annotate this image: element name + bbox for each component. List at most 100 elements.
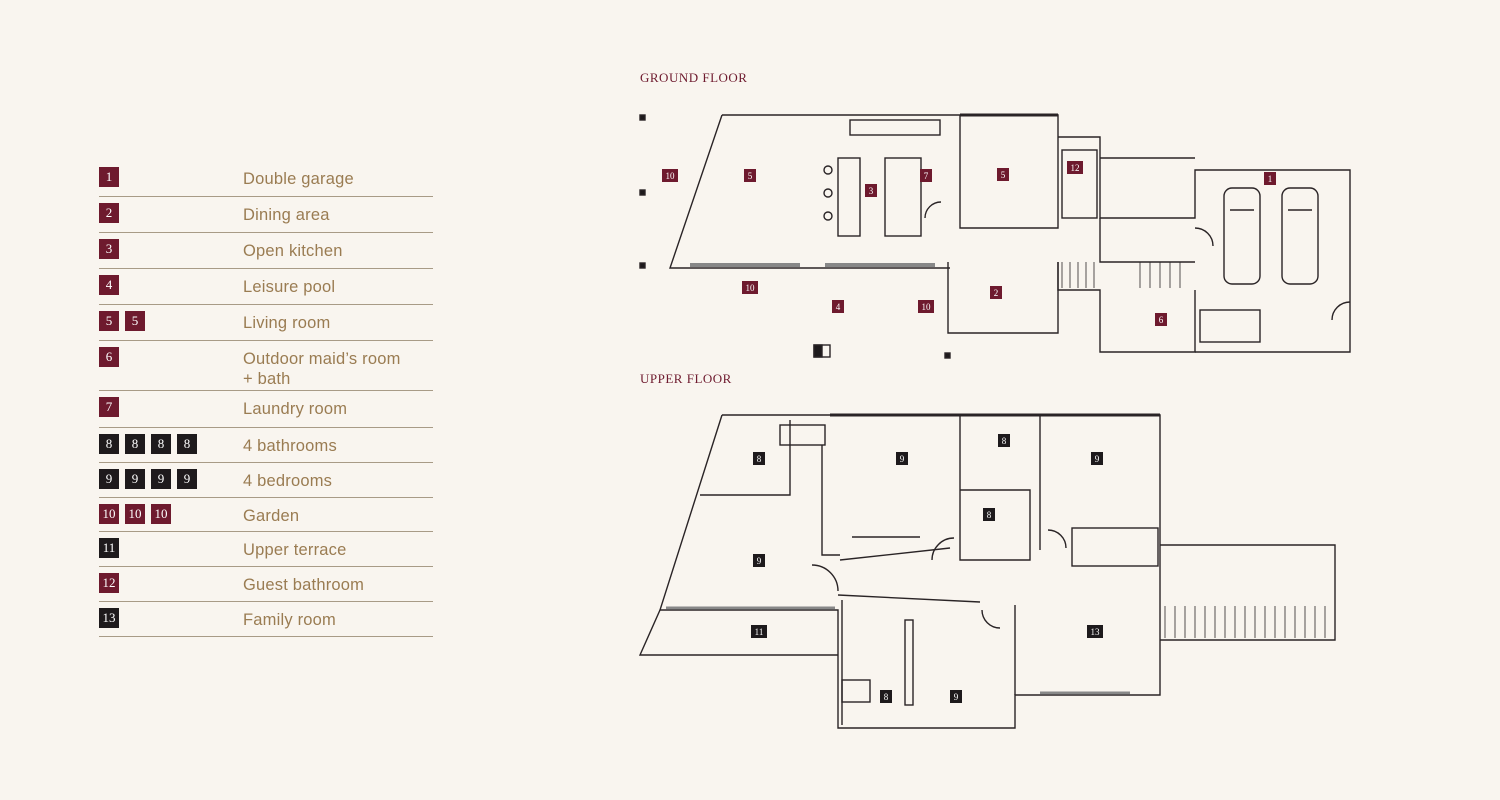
room-tag-marker [1155, 313, 1167, 326]
room-tag-marker [1067, 161, 1083, 174]
room-tag-number: 9 [757, 556, 762, 566]
legend-badges: 10 10 10 [99, 504, 171, 524]
room-tag-number: 8 [1002, 436, 1007, 446]
legend-badges: 3 [99, 239, 119, 259]
room-tag-marker [742, 281, 758, 294]
room-number-badge: 8 [99, 434, 119, 454]
room-number-badge: 5 [125, 311, 145, 331]
legend-badges: 4 [99, 275, 119, 295]
legend-badges: 7 [99, 397, 119, 417]
legend-label: Upper terrace [243, 541, 347, 559]
legend-row: 13 Family room [99, 602, 433, 637]
upper-floor-plan [638, 413, 1336, 729]
room-tag-number: 8 [757, 454, 762, 464]
room-number-badge: 4 [99, 275, 119, 295]
room-tag-number: 10 [746, 283, 756, 293]
room-tag-number: 6 [1159, 315, 1164, 325]
room-tag-marker [896, 452, 908, 465]
room-tag-number: 10 [922, 302, 932, 312]
upper-floor-title: UPPER FLOOR [640, 371, 732, 386]
room-tag-marker [990, 286, 1002, 299]
room-number-badge: 7 [99, 397, 119, 417]
room-number-badge: 9 [151, 469, 171, 489]
room-number-badge: 10 [125, 504, 145, 524]
legend-label: Outdoor maid’s room + bath [243, 350, 401, 388]
room-tag-marker [662, 169, 678, 182]
room-tag-number: 4 [836, 302, 841, 312]
room-tag-marker [918, 300, 934, 313]
room-tag-marker [997, 168, 1009, 181]
room-number-badge: 11 [99, 538, 119, 558]
legend-label: 4 bedrooms [243, 472, 333, 490]
ground-floor-plan [639, 113, 1351, 359]
legend-row: 3 Open kitchen [99, 233, 433, 269]
legend-label: Double garage [243, 170, 354, 188]
room-tag-marker [753, 452, 765, 465]
room-tag-marker [832, 300, 844, 313]
legend-row: 11 Upper terrace [99, 532, 433, 567]
legend-label: Family room [243, 611, 336, 629]
room-tag-number: 11 [755, 627, 764, 637]
legend-label: Open kitchen [243, 242, 343, 260]
room-number-badge: 12 [99, 573, 119, 593]
room-tag-marker [998, 434, 1010, 447]
legend-row: 4 Leisure pool [99, 269, 433, 305]
legend-label: Leisure pool [243, 278, 336, 296]
legend-badges: 12 [99, 573, 119, 593]
legend-row: 10 10 10 Garden [99, 498, 433, 532]
legend-badges: 6 [99, 347, 119, 367]
room-number-badge: 9 [99, 469, 119, 489]
room-number-badge: 8 [151, 434, 171, 454]
room-tag-number: 2 [994, 288, 999, 298]
legend-label: 4 bathrooms [243, 437, 337, 455]
ground-floor-title: GROUND FLOOR [640, 70, 748, 85]
room-tag-number: 9 [1095, 454, 1100, 464]
room-tag-number: 9 [900, 454, 905, 464]
room-number-badge: 10 [151, 504, 171, 524]
room-tag-number: 13 [1091, 627, 1101, 637]
room-tag-number: 3 [869, 186, 874, 196]
room-tag-number: 5 [1001, 170, 1006, 180]
legend-badges: 11 [99, 538, 119, 558]
room-tag-marker [1091, 452, 1103, 465]
room-tag-marker [865, 184, 877, 197]
legend-badges: 13 [99, 608, 119, 628]
room-tag-marker [1087, 625, 1103, 638]
legend-row: 6 Outdoor maid’s room + bath [99, 341, 433, 391]
room-number-badge: 9 [177, 469, 197, 489]
room-tag-number: 12 [1071, 163, 1080, 173]
room-tag-marker [950, 690, 962, 703]
legend-badges: 1 [99, 167, 119, 187]
room-number-badge: 13 [99, 608, 119, 628]
legend-label: Living room [243, 314, 331, 332]
room-number-badge: 8 [125, 434, 145, 454]
room-tag-marker [880, 690, 892, 703]
legend-row: 1 Double garage [99, 167, 433, 197]
room-number-badge: 8 [177, 434, 197, 454]
room-number-badge: 3 [99, 239, 119, 259]
room-number-badge: 5 [99, 311, 119, 331]
room-number-badge: 9 [125, 469, 145, 489]
legend-label: Guest bathroom [243, 576, 365, 594]
legend-row: 12 Guest bathroom [99, 567, 433, 602]
room-number-badge: 6 [99, 347, 119, 367]
room-tag-number: 1 [1268, 174, 1273, 184]
room-number-badge: 2 [99, 203, 119, 223]
room-number-badge: 10 [99, 504, 119, 524]
room-tag-number: 9 [954, 692, 959, 702]
room-tag-number: 5 [748, 171, 753, 181]
legend-label: Garden [243, 507, 300, 525]
room-tag-number: 8 [884, 692, 889, 702]
